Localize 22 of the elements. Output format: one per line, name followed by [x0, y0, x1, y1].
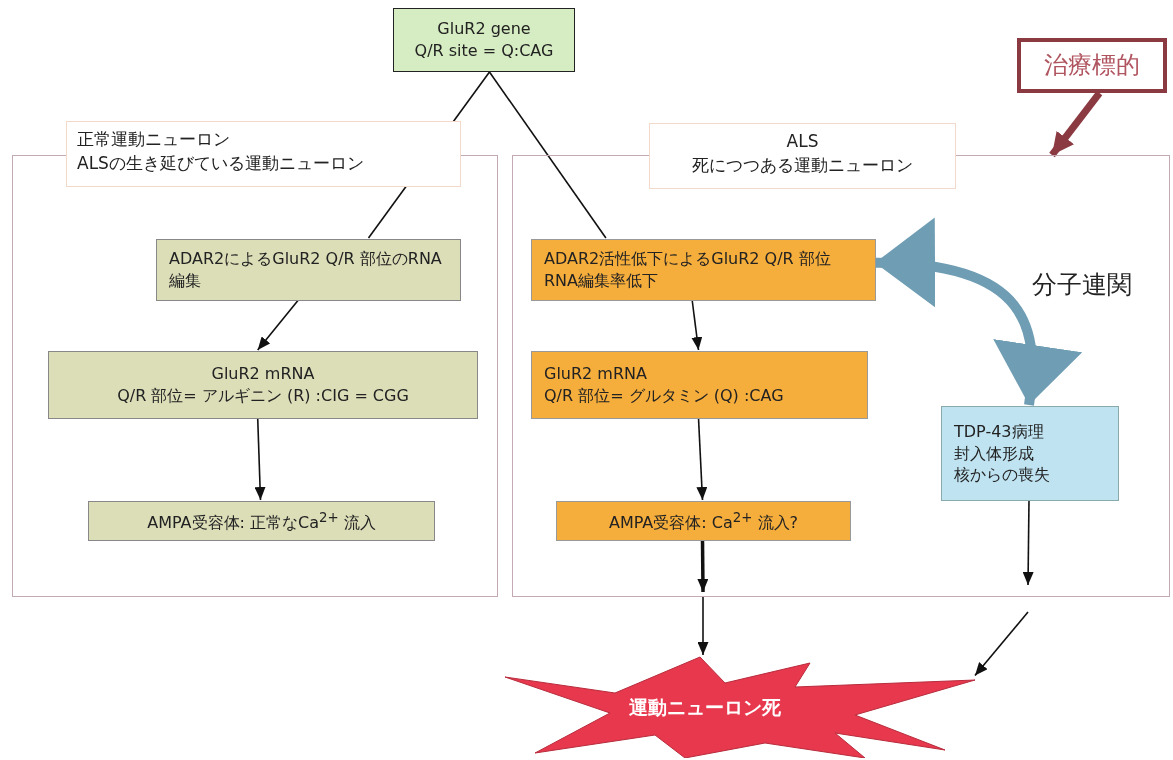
panel-heading: ALS 死につつある運動ニューロン — [649, 123, 956, 189]
process-box: AMPA受容体: 正常なCa$^{2+}$ 流入 — [88, 501, 435, 541]
pathology-box: TDP-43病理 封入体形成 核からの喪失 — [941, 406, 1119, 501]
gene-box: GluR2 gene Q/R site = Q:CAG — [393, 8, 575, 72]
arrow — [974, 611, 1029, 677]
arrow — [691, 299, 703, 351]
arrow — [697, 540, 709, 592]
panel-heading: 正常運動ニューロン ALSの生き延びている運動ニューロン — [66, 121, 461, 187]
process-box: ADAR2活性低下によるGluR2 Q/R 部位RNA編集率低下 — [531, 239, 876, 301]
arrow — [1022, 499, 1034, 586]
process-box: AMPA受容体: Ca$^{2+}$ 流入? — [556, 501, 851, 541]
arrow — [696, 417, 708, 501]
arrow — [254, 417, 266, 501]
target-box: 治療標的 — [1017, 38, 1167, 93]
arrow — [874, 219, 1081, 406]
process-box: ADAR2によるGluR2 Q/R 部位のRNA編集 — [156, 239, 461, 301]
arrow — [697, 596, 709, 656]
process-box: GluR2 mRNA Q/R 部位= アルギニン (R) :CIG = CGG — [48, 351, 478, 419]
arrow — [256, 299, 300, 351]
outcome-text: 運動ニューロン死 — [628, 695, 782, 720]
process-box: GluR2 mRNA Q/R 部位= グルタミン (Q) :CAG — [531, 351, 868, 419]
connector-line — [488, 71, 607, 239]
